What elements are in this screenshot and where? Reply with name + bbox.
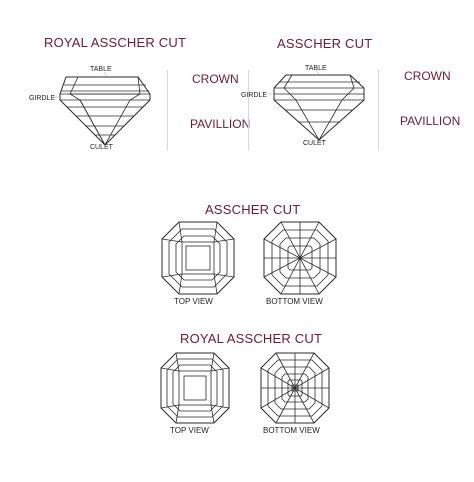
profile-outline [273, 74, 365, 141]
asscher-top-view-label: TOP VIEW [174, 297, 213, 306]
asscher-top-view [161, 221, 235, 295]
crown-label-right: CROWN [404, 69, 451, 83]
royal-asscher-profile-title: ROYAL ASSCHER CUT [44, 35, 187, 50]
crown-label-left: CROWN [192, 72, 239, 86]
royal-asscher-top-view [160, 352, 230, 424]
divider-left [167, 70, 168, 150]
table-label: TABLE [305, 65, 327, 72]
asscher-bottom-view-label: BOTTOM VIEW [266, 297, 323, 306]
royal-asscher-side-profile [53, 71, 151, 148]
girdle-label: GIRDLE [241, 92, 268, 99]
girdle-label: GIRDLE [29, 95, 56, 102]
asscher-bottom-view [263, 221, 337, 295]
culet-label: CULET [303, 140, 326, 147]
pavilion-label-right: PAVILLION [400, 114, 461, 128]
royal-asscher-bottom-view-label: BOTTOM VIEW [263, 426, 320, 435]
table-label: TABLE [90, 66, 112, 73]
divider-middle [248, 70, 249, 150]
royal-asscher-top-view-label: TOP VIEW [170, 426, 209, 435]
pavilion-label-left: PAVILLION [190, 117, 251, 131]
culet-label: CULET [90, 144, 113, 151]
royal-asscher-bottom-view [260, 352, 330, 424]
asscher-side-profile [268, 69, 365, 143]
royal-asscher-views-title: ROYAL ASSCHER CUT [180, 331, 323, 346]
asscher-views-title: ASSCHER CUT [205, 202, 301, 217]
divider-right [378, 70, 379, 150]
asscher-profile-title: ASSCHER CUT [277, 36, 373, 51]
